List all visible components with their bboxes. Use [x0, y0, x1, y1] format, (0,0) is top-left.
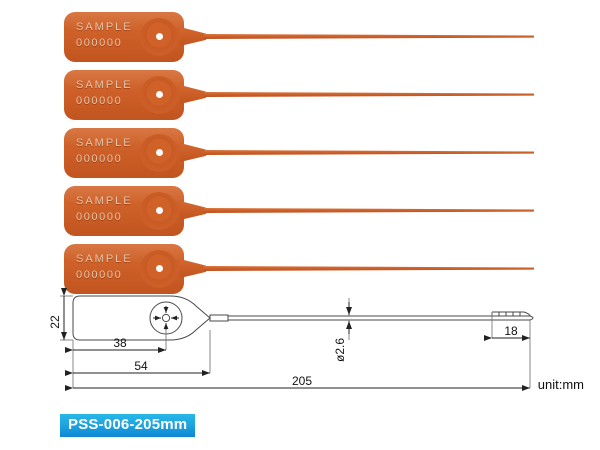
- seal-neck: [180, 27, 206, 46]
- seal-hole: [156, 33, 163, 40]
- seal-hole: [156, 265, 163, 272]
- dim-height: 22: [48, 315, 62, 329]
- seal-tail-strap: [204, 150, 534, 155]
- seal-neck: [180, 201, 206, 220]
- seal-tail-strap: [204, 208, 534, 213]
- seal-tail-strap: [204, 34, 534, 39]
- seal-sample-row: SAMPLE 000000: [0, 8, 600, 66]
- dim-total-length: 205: [292, 374, 312, 388]
- seal-serial-text: 000000: [76, 37, 123, 49]
- seal-sample-text: SAMPLE: [76, 137, 133, 149]
- seal-sample-row: SAMPLE 000000: [0, 124, 600, 182]
- seal-neck: [180, 143, 206, 162]
- dim-head-length: 54: [134, 359, 148, 373]
- seal-sample-row: SAMPLE 000000: [0, 182, 600, 240]
- seal-sample-text: SAMPLE: [76, 253, 133, 265]
- seal-hole: [156, 149, 163, 156]
- seal-sample-text: SAMPLE: [76, 195, 133, 207]
- dim-hole-to-edge: 38: [113, 336, 127, 350]
- seal-hole: [156, 91, 163, 98]
- seal-sample-text: SAMPLE: [76, 21, 133, 33]
- product-code-label: PSS-006-205mm: [60, 414, 196, 437]
- seal-tail-strap: [204, 266, 534, 271]
- seal-serial-text: 000000: [76, 95, 123, 107]
- dim-tail-diameter: ø2.6: [333, 338, 347, 362]
- seal-serial-text: 000000: [76, 269, 123, 281]
- seal-neck: [180, 259, 206, 278]
- seal-neck: [180, 85, 206, 104]
- seal-sample-row: SAMPLE 000000: [0, 240, 600, 298]
- seal-hole: [156, 207, 163, 214]
- seal-sample-row: SAMPLE 000000: [0, 66, 600, 124]
- seal-serial-text: 000000: [76, 211, 123, 223]
- seal-serial-text: 000000: [76, 153, 123, 165]
- unit-note: unit:mm: [537, 377, 584, 392]
- seal-sample-text: SAMPLE: [76, 79, 133, 91]
- technical-drawing: 22 38 54 ø2.6 18 205: [0, 288, 600, 406]
- dim-tail-tip: 18: [504, 324, 518, 338]
- seal-tail-strap: [204, 92, 534, 97]
